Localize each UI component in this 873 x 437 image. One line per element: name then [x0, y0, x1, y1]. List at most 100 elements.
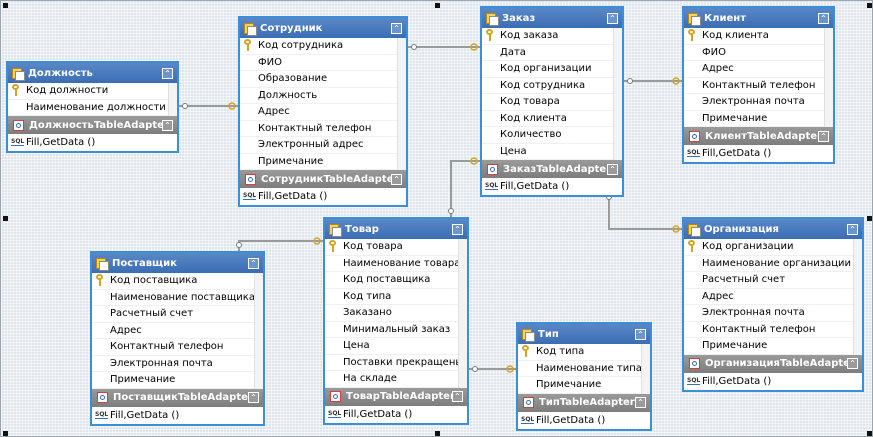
column-row[interactable]: Примечание	[518, 377, 650, 394]
column-row[interactable]: Электронная почта	[684, 94, 833, 111]
column-row[interactable]: Наименование поставщика	[92, 290, 263, 306]
column-row[interactable]: Цена	[482, 144, 622, 160]
column-row[interactable]: Код типа	[325, 289, 467, 305]
resize-handle[interactable]	[867, 431, 872, 436]
column-row[interactable]: Наименование типа	[518, 361, 650, 377]
column-row[interactable]: Примечание	[684, 338, 862, 355]
column-row[interactable]: Адрес	[684, 61, 833, 78]
table-header[interactable]: Должность⌃	[8, 63, 177, 83]
resize-handle[interactable]	[3, 216, 8, 221]
table-adapter-header[interactable]: ОрганизацияTableAdapter⌃	[684, 354, 862, 373]
vertical-scrollbar[interactable]	[613, 28, 622, 160]
vertical-scrollbar[interactable]	[254, 273, 263, 389]
collapse-icon[interactable]: ⌃	[391, 22, 402, 34]
collapse-icon[interactable]: ⌃	[391, 173, 402, 185]
table-header[interactable]: Поставщик⌃	[92, 253, 263, 273]
table-adapter-header[interactable]: ТоварTableAdapter⌃	[325, 387, 467, 406]
table-adapter-header[interactable]: СотрудникTableAdapter⌃	[240, 170, 406, 188]
table-header[interactable]: Организация⌃	[684, 219, 862, 239]
column-row[interactable]: Минимальный заказ	[325, 322, 467, 338]
collapse-icon[interactable]: ⌃	[162, 67, 173, 79]
collapse-icon[interactable]: ⌃	[635, 397, 646, 408]
table-adapter-header[interactable]: ПоставщикTableAdapter⌃	[92, 388, 263, 407]
resize-handle[interactable]	[3, 3, 8, 8]
column-row[interactable]: Код организации	[684, 239, 862, 256]
vertical-scrollbar[interactable]	[641, 344, 650, 394]
column-row[interactable]: Заказано	[325, 305, 467, 322]
vertical-scrollbar[interactable]	[824, 28, 833, 127]
resize-handle[interactable]	[867, 216, 872, 221]
column-row[interactable]: Код поставщика	[92, 273, 263, 290]
collapse-icon[interactable]: ⌃	[635, 328, 646, 340]
column-row[interactable]: Адрес	[684, 289, 862, 305]
resize-handle[interactable]	[867, 3, 872, 8]
collapse-icon[interactable]: ⌃	[248, 257, 259, 269]
vertical-scrollbar[interactable]	[168, 83, 177, 116]
column-row[interactable]: Электронная почта	[684, 305, 862, 322]
table-adapter-header[interactable]: ТипTableAdapter⌃	[518, 393, 650, 412]
column-row[interactable]: Код заказа	[482, 28, 622, 45]
collapse-icon[interactable]: ⌃	[607, 163, 618, 175]
column-row[interactable]: Количество	[482, 127, 622, 144]
column-row[interactable]: Примечание	[240, 154, 406, 170]
table-header[interactable]: Заказ⌃	[482, 8, 622, 28]
table-adapter-header[interactable]: ЗаказTableAdapter⌃	[482, 160, 622, 178]
collapse-icon[interactable]: ⌃	[162, 119, 173, 131]
table-adapter-header[interactable]: КлиентTableAdapter⌃	[684, 127, 833, 145]
collapse-icon[interactable]: ⌃	[452, 391, 463, 402]
column-row[interactable]: Код клиента	[482, 111, 622, 127]
collapse-icon[interactable]: ⌃	[818, 130, 829, 142]
column-row[interactable]: Код типа	[518, 344, 650, 361]
column-row[interactable]: Код товара	[325, 239, 467, 256]
column-row[interactable]: Контактный телефон	[240, 121, 406, 137]
collapse-icon[interactable]: ⌃	[847, 223, 858, 235]
table-header[interactable]: Товар⌃	[325, 219, 467, 239]
column-row[interactable]: Образование	[240, 71, 406, 88]
column-row[interactable]: ФИО	[684, 45, 833, 61]
column-row[interactable]: Адрес	[240, 104, 406, 121]
table-header[interactable]: Сотрудник⌃	[240, 18, 406, 38]
column-row[interactable]: Цена	[325, 338, 467, 355]
column-row[interactable]: Контактный телефон	[684, 322, 862, 338]
column-row[interactable]: Расчетный счет	[92, 306, 263, 323]
column-row[interactable]: Примечание	[92, 372, 263, 389]
resize-handle[interactable]	[435, 3, 440, 8]
vertical-scrollbar[interactable]	[853, 239, 862, 355]
column-row[interactable]: Наименование должности	[8, 100, 177, 116]
table-adapter-header[interactable]: ДолжностьTableAdapter⌃	[8, 116, 177, 134]
collapse-icon[interactable]: ⌃	[818, 12, 829, 24]
column-row[interactable]: Контактный телефон	[92, 339, 263, 356]
column-row[interactable]: Код должности	[8, 83, 177, 100]
table-header[interactable]: Клиент⌃	[684, 8, 833, 28]
column-row[interactable]: Контактный телефон	[684, 78, 833, 94]
collapse-icon[interactable]: ⌃	[847, 358, 858, 369]
column-row[interactable]: Код сотрудника	[482, 78, 622, 94]
column-row[interactable]: Электронный адрес	[240, 137, 406, 154]
column-row[interactable]: Код организации	[482, 61, 622, 78]
relation-line-postavshik-tovar[interactable]	[238, 240, 323, 251]
column-row[interactable]: Электронная почта	[92, 356, 263, 372]
column-row[interactable]: Наименование товара	[325, 256, 467, 272]
collapse-icon[interactable]: ⌃	[248, 392, 259, 403]
column-row[interactable]: Код клиента	[684, 28, 833, 45]
column-row[interactable]: Наименование организации	[684, 256, 862, 272]
column-row[interactable]: Примечание	[684, 111, 833, 127]
resize-handle[interactable]	[3, 431, 8, 436]
column-row[interactable]: Поставки прекращены	[325, 355, 467, 371]
vertical-scrollbar[interactable]	[397, 38, 406, 170]
relation-line-tovar-zakaz[interactable]	[450, 160, 480, 217]
